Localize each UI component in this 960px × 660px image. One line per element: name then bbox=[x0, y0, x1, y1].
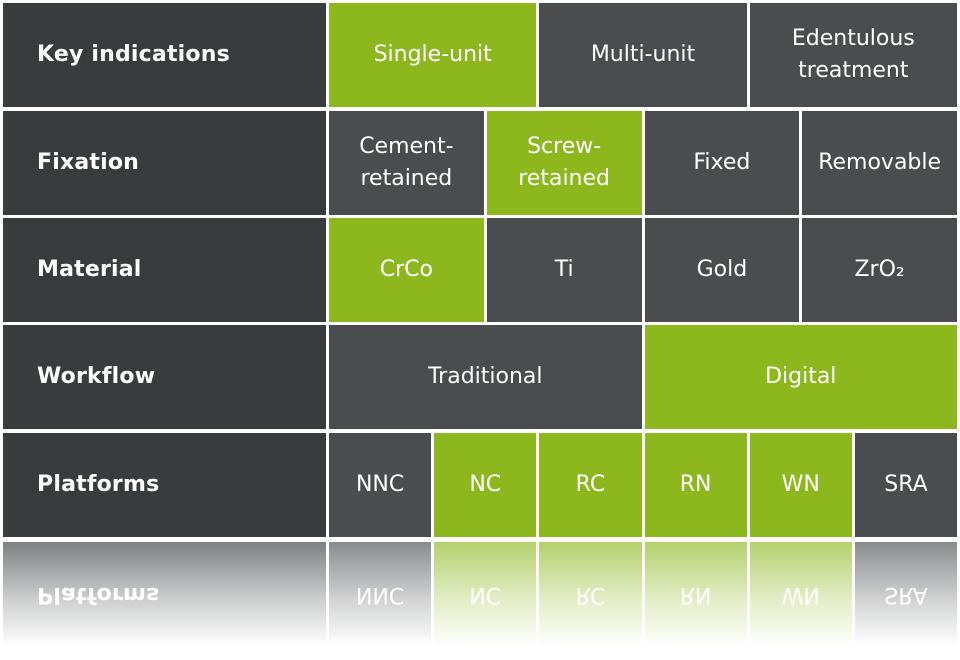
option-fixed: Fixed bbox=[644, 111, 803, 215]
row-fixation: Fixation Cement-retained Screw-retained Fix… bbox=[3, 111, 957, 215]
option-multi-unit: Multi-unit bbox=[539, 3, 750, 107]
row-material: Material CrCo Ti Gold ZrO₂ bbox=[3, 218, 957, 322]
option-sra: SRA bbox=[854, 433, 958, 537]
option-nc: NC bbox=[434, 433, 540, 537]
option-label: Ti bbox=[554, 257, 574, 282]
row-label-key-indications: Key indications bbox=[3, 3, 329, 107]
row-workflow: Workflow Traditional Digital bbox=[3, 325, 957, 429]
option-traditional: Traditional bbox=[329, 325, 645, 429]
option-label: Cement-retained bbox=[359, 134, 454, 191]
option-removable: Removable bbox=[802, 111, 957, 215]
option-label: RC bbox=[575, 472, 606, 497]
option-label: NNC bbox=[355, 472, 405, 497]
option-label: ZrO₂ bbox=[854, 257, 905, 282]
option-zro: ZrO₂ bbox=[802, 218, 957, 322]
option-label: RN bbox=[679, 472, 712, 497]
row-label-workflow: Workflow bbox=[3, 325, 329, 429]
option-ti: Ti bbox=[486, 218, 645, 322]
option-label: NC bbox=[469, 472, 502, 497]
option-label: CrCo bbox=[379, 257, 433, 282]
option-edentulous-treatment: Edentulous treatment bbox=[749, 3, 957, 107]
option-rn: RN bbox=[644, 433, 750, 537]
option-label: Digital bbox=[765, 364, 837, 389]
option-label: SRA bbox=[884, 472, 928, 497]
option-label: Traditional bbox=[427, 364, 543, 389]
option-nnc: NNC bbox=[329, 433, 435, 537]
option-rc: RC bbox=[539, 433, 645, 537]
option-crco: CrCo bbox=[329, 218, 487, 322]
option-label: Removable bbox=[818, 150, 942, 175]
option-label: WN bbox=[781, 472, 820, 497]
option-label: Single-unit bbox=[373, 42, 492, 67]
option-digital: Digital bbox=[644, 325, 957, 429]
option-single-unit: Single-unit bbox=[329, 3, 540, 107]
option-wn: WN bbox=[749, 433, 855, 537]
row-options: NNC NC RC RN WN SRA bbox=[329, 433, 958, 537]
row-platforms: Platforms NNC NC RC RN WN SRA bbox=[3, 433, 958, 537]
option-label: Edentulous treatment bbox=[791, 26, 915, 83]
row-label-material: Material bbox=[3, 218, 329, 322]
row-label-fixation: Fixation bbox=[3, 111, 329, 215]
option-label: Multi-unit bbox=[590, 42, 696, 67]
option-gold: Gold bbox=[644, 218, 803, 322]
row-label-platforms: Platforms bbox=[3, 433, 329, 537]
row-options: Cement-retained Screw-retained Fixed Remova… bbox=[329, 111, 957, 215]
option-screw-retained: Screw-retained bbox=[486, 111, 645, 215]
option-cement-retained: Cement-retained bbox=[329, 111, 487, 215]
row-options: CrCo Ti Gold ZrO₂ bbox=[329, 218, 957, 322]
row-options: Traditional Digital bbox=[329, 325, 957, 429]
option-label: Gold bbox=[696, 257, 748, 282]
row-options: Single-unit Multi-unit Edentulous treatmen… bbox=[329, 3, 957, 107]
option-label: Screw-retained bbox=[518, 134, 610, 191]
option-label: Fixed bbox=[693, 150, 751, 175]
row-key-indications: Key indications Single-unit Multi-unit Eden… bbox=[3, 3, 957, 107]
